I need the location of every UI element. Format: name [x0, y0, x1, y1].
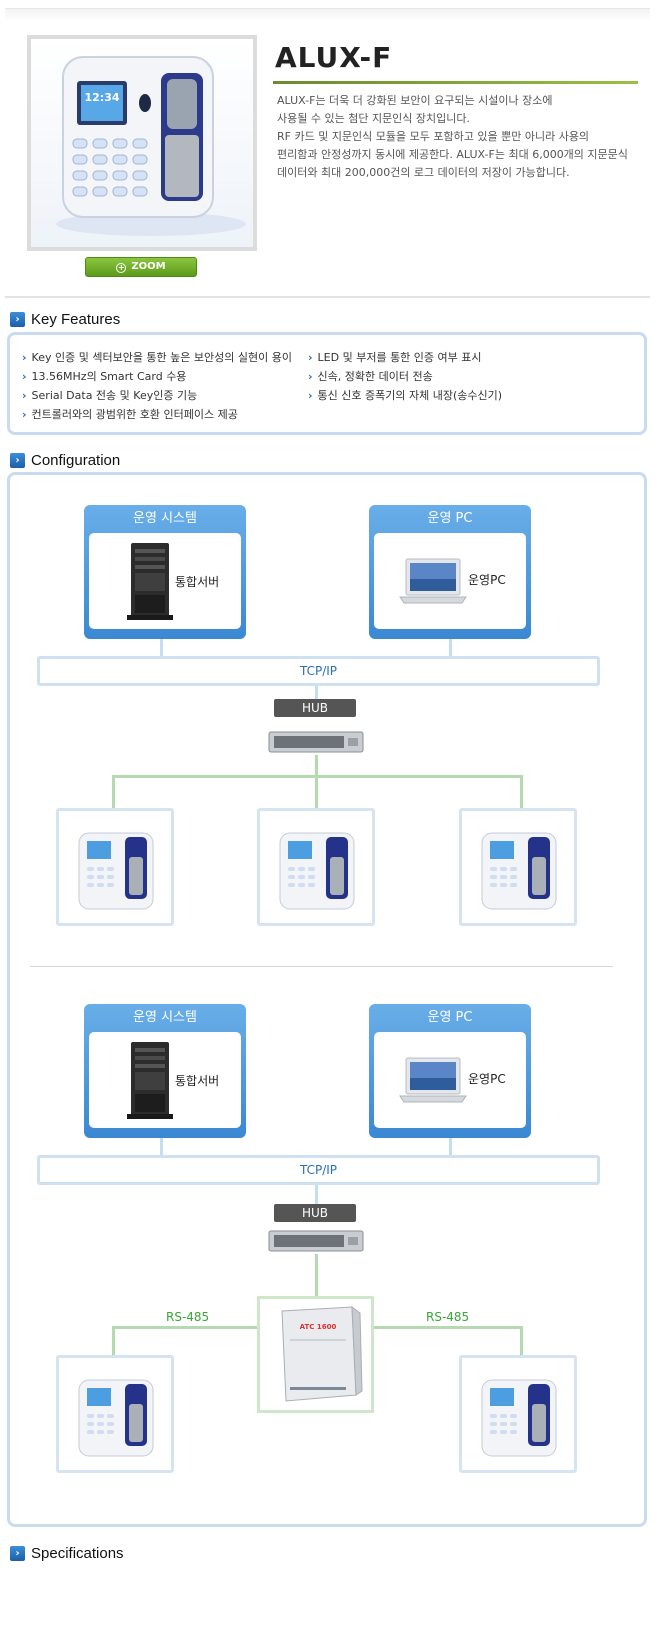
rs485-label: RS-485: [166, 1310, 210, 1324]
device-screen-time: 12:34: [84, 91, 119, 104]
fingerprint-terminal-icon: [481, 832, 557, 910]
hub-label: HUB: [274, 1204, 356, 1222]
panel-operating-system: 운영 시스템 통합서버: [84, 505, 246, 639]
product-title: ALUX-F: [275, 41, 393, 74]
section-arrow-icon: ›: [10, 452, 25, 468]
connector-line: [160, 637, 163, 658]
rs485-line: [520, 1326, 523, 1355]
feature-item: 13.56MHz의 Smart Card 수용: [22, 368, 187, 384]
feature-item: LED 및 부저를 통한 인증 여부 표시: [308, 349, 482, 365]
network-line: [520, 775, 523, 808]
terminal-device: [56, 1355, 174, 1473]
hub-device-icon: [268, 731, 364, 753]
description-line: 사용될 수 있는 첨단 지문인식 장치입니다.: [277, 112, 471, 125]
zoom-button[interactable]: + ZOOM: [85, 257, 197, 277]
section-title: Key Features: [31, 310, 121, 328]
specifications-heading: › Specifications: [10, 1542, 124, 1564]
panel-operating-system: 운영 시스템 통합서버: [84, 1004, 246, 1138]
description-line: ALUX-F는 더욱 더 강화된 보안이 요구되는 시설이나 장소에: [277, 94, 553, 107]
diagram-divider: [30, 966, 613, 967]
terminal-device: [257, 808, 375, 926]
description-line: 데이터와 최대 200,000건의 로그 데이터의 저장이 가능합니다.: [277, 166, 570, 179]
network-line: [112, 775, 523, 778]
rs485-line: [112, 1326, 115, 1355]
fingerprint-terminal-icon: [78, 832, 154, 910]
title-underline: [273, 81, 638, 84]
feature-item: Serial Data 전송 및 Key인증 기능: [22, 387, 198, 403]
key-features-box: Key 인증 및 섹터보안을 통한 높은 보안성의 실현이 용이 13.56MH…: [7, 332, 647, 435]
controller-box-icon: ATC 1600: [281, 1305, 363, 1402]
panel-title: 운영 시스템: [133, 511, 197, 526]
section-title: Specifications: [31, 1544, 124, 1562]
laptop-icon: [399, 1057, 467, 1103]
fingerprint-device-image: 12:34: [56, 56, 246, 236]
terminal-device: [56, 808, 174, 926]
hub-label: HUB: [274, 699, 356, 717]
network-line: [112, 775, 115, 808]
feature-item: 신속, 정확한 데이터 전송: [308, 368, 433, 384]
section-title: Configuration: [31, 451, 121, 469]
pc-label: 운영PC: [468, 573, 506, 587]
panel-title: 운영 PC: [427, 511, 473, 526]
connector-line: [315, 686, 318, 700]
terminal-device: [459, 808, 577, 926]
feature-item: Key 인증 및 섹터보안을 통한 높은 보안성의 실현이 용이: [22, 349, 292, 365]
panel-operating-pc: 운영 PC 운영PC: [369, 505, 531, 639]
plus-circle-icon: +: [116, 263, 127, 273]
connector-line: [449, 637, 452, 658]
description-line: 편리함과 안정성까지 동시에 제공한다. ALUX-F는 최대 6,000개의 …: [277, 148, 628, 161]
connector-line: [160, 1136, 163, 1157]
product-photo[interactable]: 12:34: [27, 35, 257, 251]
panel-title: 운영 PC: [427, 1010, 473, 1025]
rs485-line: [373, 1326, 523, 1329]
connector-line: [449, 1136, 452, 1157]
section-arrow-icon: ›: [10, 311, 25, 327]
fingerprint-terminal-icon: [78, 1379, 154, 1457]
fingerprint-terminal-icon: [481, 1379, 557, 1457]
server-icon: [127, 543, 173, 620]
description-line: RF 카드 및 지문인식 모듈을 모두 포함하고 있을 뿐만 아니라 사용의: [277, 130, 590, 143]
hub-device-icon: [268, 1230, 364, 1252]
network-line: [315, 755, 318, 808]
product-description: ALUX-F는 더욱 더 강화된 보안이 요구되는 시설이나 장소에 사용될 수…: [277, 92, 647, 182]
network-line: [315, 1254, 318, 1296]
pc-label: 운영PC: [468, 1072, 506, 1086]
section-arrow-icon: ›: [10, 1545, 25, 1561]
product-header: 12:34 + ZOOM ALUX-F ALUX-F는 더욱 더 강화된 보안이 …: [5, 8, 650, 298]
rs485-label: RS-485: [426, 1310, 470, 1324]
terminal-device: [459, 1355, 577, 1473]
laptop-icon: [399, 558, 467, 604]
rs485-line: [112, 1326, 258, 1329]
feature-item: 컨트롤러와의 광범위한 호환 인터페이스 제공: [22, 406, 238, 422]
server-icon: [127, 1042, 173, 1119]
fingerprint-terminal-icon: [279, 832, 355, 910]
key-features-heading: › Key Features: [10, 308, 120, 330]
controller-model-label: ATC 1600: [300, 1323, 337, 1331]
configuration-heading: › Configuration: [10, 449, 120, 471]
zoom-label: ZOOM: [131, 261, 166, 272]
server-label: 통합서버: [175, 575, 220, 589]
tcp-ip-bar: TCP/IP: [37, 656, 600, 686]
access-controller-device: ATC 1600: [257, 1296, 374, 1413]
server-label: 통합서버: [175, 1074, 220, 1088]
feature-item: 통신 신호 증폭기의 자체 내장(송수신기): [308, 387, 503, 403]
tcp-ip-bar: TCP/IP: [37, 1155, 600, 1185]
panel-title: 운영 시스템: [133, 1010, 197, 1025]
panel-operating-pc: 운영 PC 운영PC: [369, 1004, 531, 1138]
connector-line: [315, 1185, 318, 1205]
